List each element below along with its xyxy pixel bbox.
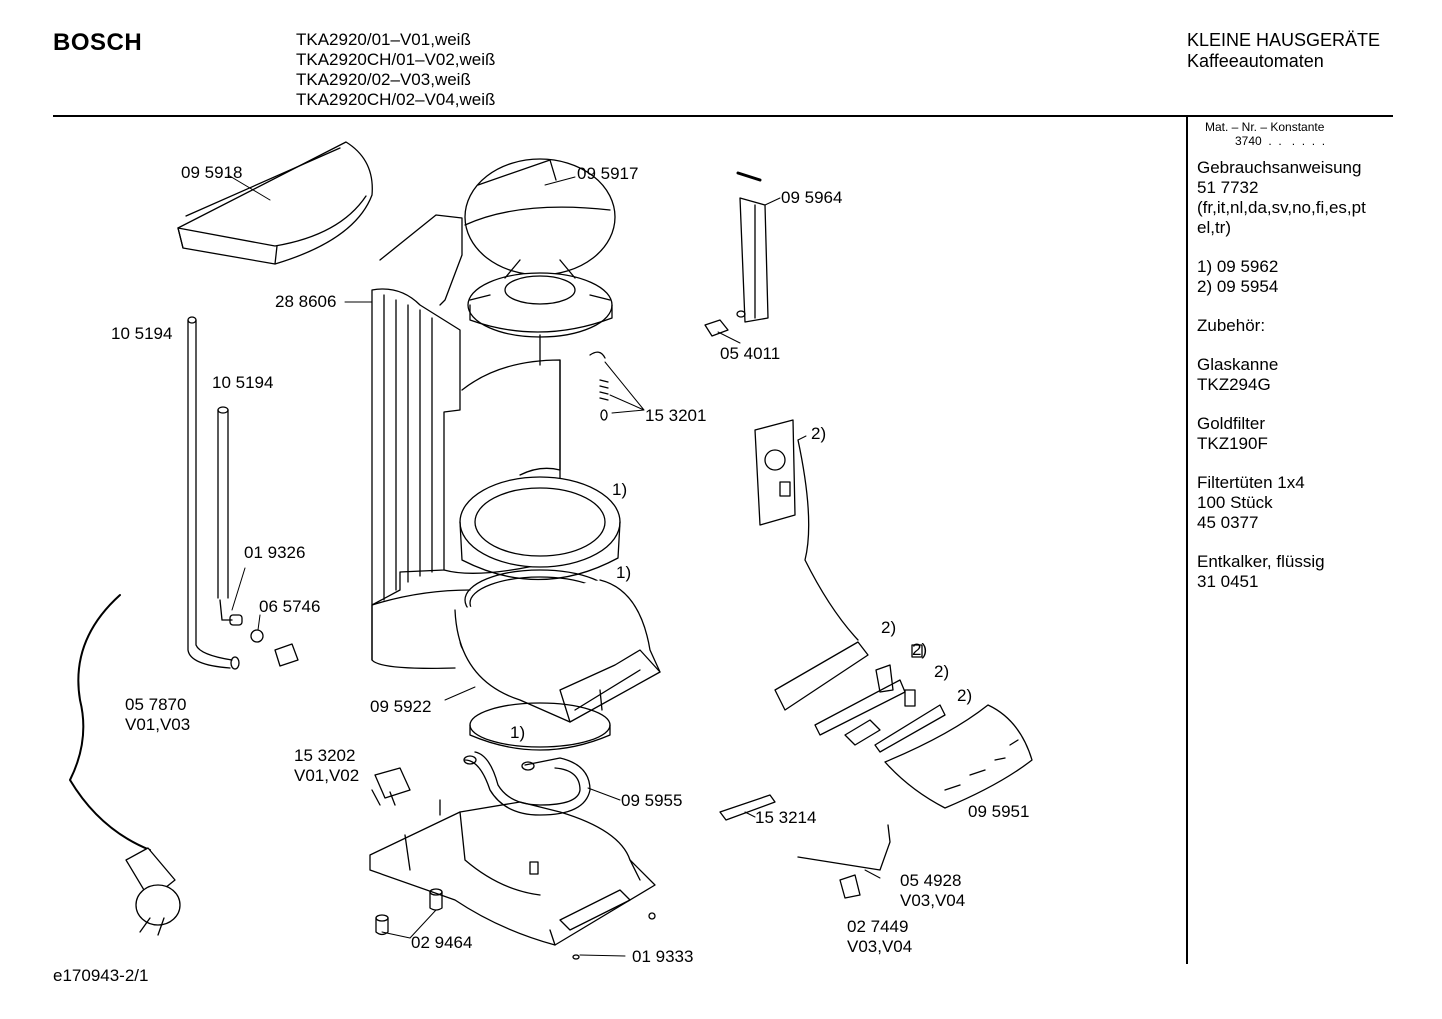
spacer-part — [704, 310, 746, 337]
category-block: KLEINE HAUSGERÄTE Kaffeeautomaten — [1187, 30, 1380, 72]
part-label: 15 3201 — [645, 406, 707, 425]
subcategory-title: Kaffeeautomaten — [1187, 51, 1324, 71]
brand-logo: BOSCH — [53, 29, 143, 56]
fuse-part — [371, 767, 411, 806]
sidebar-divider — [1186, 117, 1188, 964]
part-label: 02 7449 V03,V04 — [847, 917, 913, 956]
control-panel-part — [884, 704, 1033, 809]
clip-part — [250, 629, 299, 667]
switch-board-part — [774, 641, 946, 753]
part-label: 2) — [934, 662, 950, 681]
lid-cover-part — [177, 141, 373, 265]
cover-strip-part — [736, 171, 769, 323]
part-label: 1) — [510, 723, 526, 742]
note-block: Entkalker, flüssig 31 0451 — [1197, 552, 1325, 591]
part-label: 05 4011 — [720, 344, 781, 363]
part-label: 2) — [811, 424, 827, 443]
note-block: Zubehör: — [1197, 316, 1266, 335]
foot-part — [375, 888, 443, 936]
thermostat-part — [839, 874, 861, 899]
wire-part — [797, 824, 891, 871]
note-block: Filtertüten 1x4 100 Stück 45 0377 — [1197, 473, 1305, 532]
tube-part — [187, 316, 243, 670]
spring-part — [589, 351, 609, 421]
part-label: 1) — [616, 563, 632, 582]
part-label: 05 7870 V01,V03 — [125, 695, 191, 734]
part-label: 2) — [881, 618, 897, 637]
drawing-id: e170943-2/1 — [53, 966, 149, 985]
washer-part — [572, 912, 656, 960]
note-block: Gebrauchsanweisung 51 7732 (fr,it,nl,da,… — [1197, 158, 1366, 237]
note-block: 1) 09 5962 2) 09 5954 — [1197, 257, 1279, 296]
part-label: 01 9333 — [632, 947, 694, 966]
top-lid-part — [464, 158, 616, 366]
part-label: 10 5194 — [212, 373, 274, 392]
housing-part — [371, 214, 561, 669]
part-label: 10 5194 — [111, 324, 173, 343]
model-line: TKA2920CH/02–V04,weiß — [296, 90, 496, 109]
konstante-value: 3740 . . . . . . — [1235, 134, 1326, 148]
part-label: 09 5922 — [370, 697, 432, 716]
part-label: 09 5964 — [781, 188, 843, 207]
part-label: 01 9326 — [244, 543, 306, 562]
model-line: TKA2920CH/01–V02,weiß — [296, 50, 496, 69]
part-label: 09 5955 — [621, 791, 683, 810]
part-label: 15 3202 V01,V02 — [294, 746, 360, 785]
model-list: TKA2920/01–V01,weiß TKA2920CH/01–V02,wei… — [296, 30, 495, 110]
konstante-label: Mat. – Nr. – Konstante — [1205, 120, 1325, 134]
category-title: KLEINE HAUSGERÄTE — [1187, 30, 1381, 50]
part-label: 1) — [612, 480, 628, 499]
part-label: 2) — [912, 640, 928, 659]
base-plate-part — [369, 799, 656, 946]
part-label: 09 5918 — [181, 163, 243, 182]
power-cord-part — [69, 594, 181, 936]
part-label: 05 4928 V03,V04 — [900, 871, 966, 910]
header-rule — [53, 115, 1393, 117]
part-label: 28 8606 — [275, 292, 337, 311]
part-label: 09 5951 — [968, 802, 1030, 821]
spring-clip-part — [719, 794, 776, 821]
leader-lines — [227, 174, 881, 957]
filter-funnel-part — [454, 579, 661, 751]
model-line: TKA2920/02–V03,weiß — [296, 70, 471, 89]
note-block: Goldfilter TKZ190F — [1197, 414, 1268, 453]
circuit-board-part — [754, 419, 859, 641]
part-label: 15 3214 — [755, 808, 817, 827]
part-label: 09 5917 — [577, 164, 639, 183]
part-label: 2) — [957, 686, 973, 705]
note-block: Glaskanne TKZ294G — [1197, 355, 1279, 394]
model-line: TKA2920/01–V01,weiß — [296, 30, 471, 49]
sidebar-notes: Mat. – Nr. – Konstante 3740 . . . . . . … — [1197, 120, 1397, 592]
part-label: 02 9464 — [411, 933, 473, 952]
heating-element-part — [463, 751, 591, 816]
part-label: 06 5746 — [259, 597, 321, 616]
